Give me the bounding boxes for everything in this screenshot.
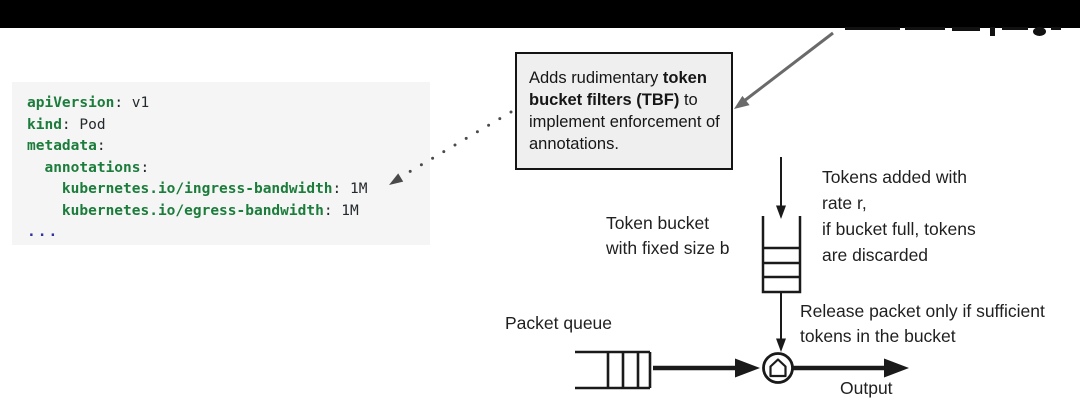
yaml-value: :: [140, 159, 150, 176]
yaml-code-block: apiVersion: v1 kind: Pod metadata: annot…: [12, 82, 430, 245]
tokens-added-label: Tokens added with rate r, if bucket full…: [822, 167, 976, 265]
callout-text: to implement enforcement of annotations.: [529, 91, 720, 153]
yaml-value: : v1: [114, 95, 150, 111]
callout-text-bold: token bucket filters (TBF): [529, 69, 707, 109]
callout-box: Adds rudimentary token bucket filters (T…: [515, 52, 733, 170]
token-inflow-arrow: [776, 157, 786, 219]
code-line: apiVersion: v1: [27, 93, 430, 115]
yaml-value: : 1M: [323, 202, 359, 219]
yaml-key: kubernetes.io/ingress-bandwidth: [27, 181, 333, 197]
token-bucket-shape: [761, 216, 802, 294]
yaml-document-ellipsis: ...: [27, 224, 60, 240]
release-packet-label: Release packet only if sufficient tokens…: [800, 301, 1045, 346]
code-line: kubernetes.io/ingress-bandwidth: 1M: [27, 179, 430, 201]
valve-circle: [762, 352, 794, 384]
callout-text: Adds rudimentary: [529, 69, 663, 87]
code-line: ...: [27, 222, 430, 244]
yaml-value: :: [96, 138, 106, 154]
yaml-value: : 1M: [332, 181, 368, 197]
bucket-outflow-arrow: [776, 292, 786, 352]
output-arrow: [792, 358, 909, 378]
gray-pointer-arrow: [734, 31, 834, 109]
queue-to-valve-arrow: [653, 358, 760, 378]
code-line: kubernetes.io/egress-bandwidth: 1M: [27, 201, 430, 223]
yaml-key: metadata: [27, 138, 97, 154]
yaml-key: kind: [27, 116, 62, 133]
black-header-bar: [0, 0, 1080, 36]
packet-queue-shape: [575, 350, 652, 390]
dotted-annotation-arrow: [389, 110, 513, 185]
code-line: annotations:: [27, 158, 430, 180]
token-bucket-label: Token bucket with fixed size b: [606, 213, 730, 258]
code-line: kind: Pod: [27, 115, 430, 137]
yaml-key: kubernetes.io/egress-bandwidth: [27, 202, 324, 219]
packet-queue-label: Packet queue: [505, 313, 613, 333]
code-line: metadata:: [27, 136, 430, 158]
yaml-key: apiVersion: [27, 95, 115, 111]
yaml-key: annotations: [27, 159, 141, 176]
output-label: Output: [840, 378, 893, 398]
valve-icon: [769, 358, 787, 378]
yaml-value: : Pod: [61, 116, 106, 133]
